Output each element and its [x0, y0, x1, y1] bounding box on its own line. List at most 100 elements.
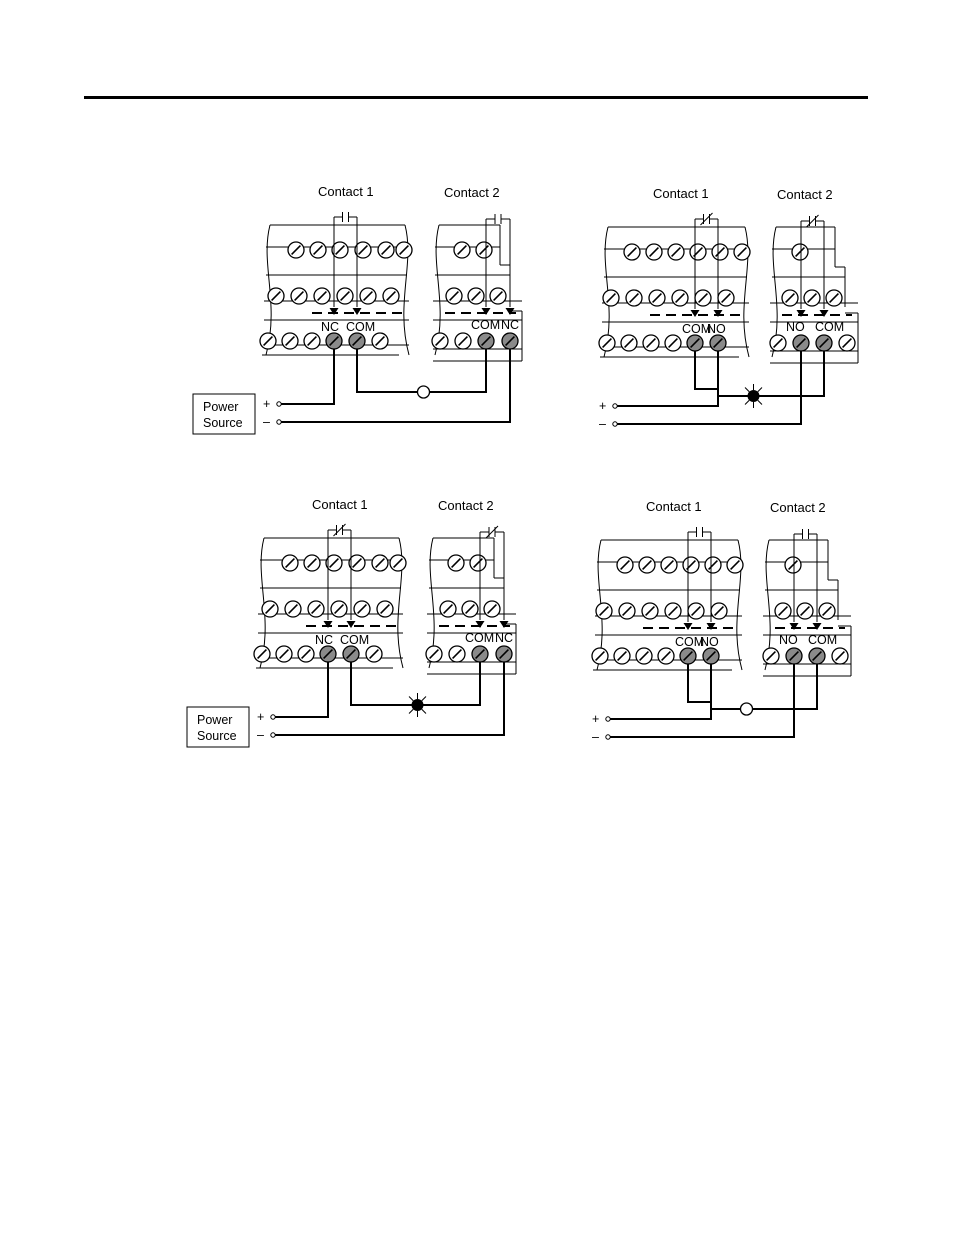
terminal-screw — [440, 601, 456, 617]
terminal-label: NC — [315, 633, 333, 647]
terminal-screw — [839, 335, 855, 351]
terminal-screw — [665, 603, 681, 619]
terminal-label: COM — [465, 631, 494, 645]
minus-sign: – — [257, 728, 264, 742]
wired-terminal-screw — [496, 646, 512, 662]
terminal-screw — [649, 290, 665, 306]
plus-sign: + — [599, 399, 606, 413]
terminal-screw — [775, 603, 791, 619]
terminal-label: NO — [700, 635, 719, 649]
minus-terminal — [613, 422, 617, 426]
terminal-module-2 — [432, 225, 522, 361]
plus-sign: + — [257, 710, 264, 724]
terminal-screw — [470, 555, 486, 571]
terminal-screw — [665, 335, 681, 351]
terminal-label: COM — [815, 320, 844, 334]
plus-terminal — [613, 404, 617, 408]
plus-terminal — [271, 715, 275, 719]
wired-terminal-screw — [478, 333, 494, 349]
wired-terminal-screw — [349, 333, 365, 349]
terminal-screw — [354, 601, 370, 617]
terminal-screw — [378, 242, 394, 258]
terminal-screw — [734, 244, 750, 260]
wired-terminal-screw — [343, 646, 359, 662]
terminal-screw — [298, 646, 314, 662]
plus-terminal — [277, 402, 281, 406]
terminal-screw — [695, 290, 711, 306]
terminal-screw — [331, 601, 347, 617]
terminal-label: COM — [808, 633, 837, 647]
terminal-screw — [596, 603, 612, 619]
wired-terminal-screw — [703, 648, 719, 664]
terminal-screw — [285, 601, 301, 617]
wired-terminal-screw — [816, 335, 832, 351]
terminal-screw — [304, 333, 320, 349]
contact-1-label: Contact 1 — [318, 184, 374, 199]
minus-sign: – — [592, 730, 599, 744]
terminal-screw — [262, 601, 278, 617]
power-source-label: Power — [203, 400, 238, 414]
terminal-screw — [383, 288, 399, 304]
terminal-screw — [626, 290, 642, 306]
wired-terminal-screw — [786, 648, 802, 664]
terminal-screw — [711, 603, 727, 619]
terminal-screw — [476, 242, 492, 258]
terminal-screw — [619, 603, 635, 619]
terminal-module-2 — [763, 540, 851, 676]
wiring — [271, 662, 504, 737]
terminal-label: NO — [707, 322, 726, 336]
plus-sign: + — [592, 712, 599, 726]
terminal-screw — [304, 555, 320, 571]
terminal-module-2 — [770, 227, 858, 363]
minus-terminal — [277, 420, 281, 424]
terminal-screw — [366, 646, 382, 662]
terminal-screw — [705, 557, 721, 573]
terminal-module-2 — [426, 538, 516, 674]
terminal-screw — [314, 288, 330, 304]
terminal-module — [254, 538, 406, 668]
lamp-lit-icon — [742, 384, 766, 408]
minus-sign: – — [599, 417, 606, 431]
contact-1-label: Contact 1 — [653, 186, 709, 201]
wired-terminal-screw — [502, 333, 518, 349]
terminal-screw — [792, 244, 808, 260]
terminal-screw — [337, 288, 353, 304]
contact-2-label: Contact 2 — [777, 187, 833, 202]
terminal-module — [599, 227, 750, 357]
terminal-screw — [455, 333, 471, 349]
power-source-label: Power — [197, 713, 232, 727]
terminal-screw — [449, 646, 465, 662]
contact-2-label: Contact 2 — [770, 500, 826, 515]
wired-terminal-screw — [793, 335, 809, 351]
terminal-screw — [282, 555, 298, 571]
terminal-label: NC — [321, 320, 339, 334]
terminal-label: COM — [471, 318, 500, 332]
terminal-screw — [727, 557, 743, 573]
terminal-screw — [599, 335, 615, 351]
terminal-screw — [490, 288, 506, 304]
terminal-screw — [462, 601, 478, 617]
terminal-screw — [468, 288, 484, 304]
lamp-off-icon — [741, 703, 753, 715]
terminal-screw — [672, 290, 688, 306]
terminal-screw — [712, 244, 728, 260]
wiring — [606, 664, 817, 739]
terminal-screw — [268, 288, 284, 304]
terminal-screw — [642, 603, 658, 619]
terminal-screw — [308, 601, 324, 617]
panel-top-right: Contact 1Contact 2COMNONOCOM+– — [599, 186, 858, 431]
power-source-label: Source — [203, 416, 243, 430]
wired-terminal-screw — [326, 333, 342, 349]
terminal-screw — [446, 288, 462, 304]
lamp-off-icon — [418, 386, 430, 398]
terminal-screw — [658, 648, 674, 664]
terminal-label: NO — [786, 320, 805, 334]
terminal-screw — [377, 601, 393, 617]
contact-2-label: Contact 2 — [444, 185, 500, 200]
terminal-screw — [621, 335, 637, 351]
terminal-screw — [797, 603, 813, 619]
terminal-screw — [668, 244, 684, 260]
terminal-screw — [291, 288, 307, 304]
